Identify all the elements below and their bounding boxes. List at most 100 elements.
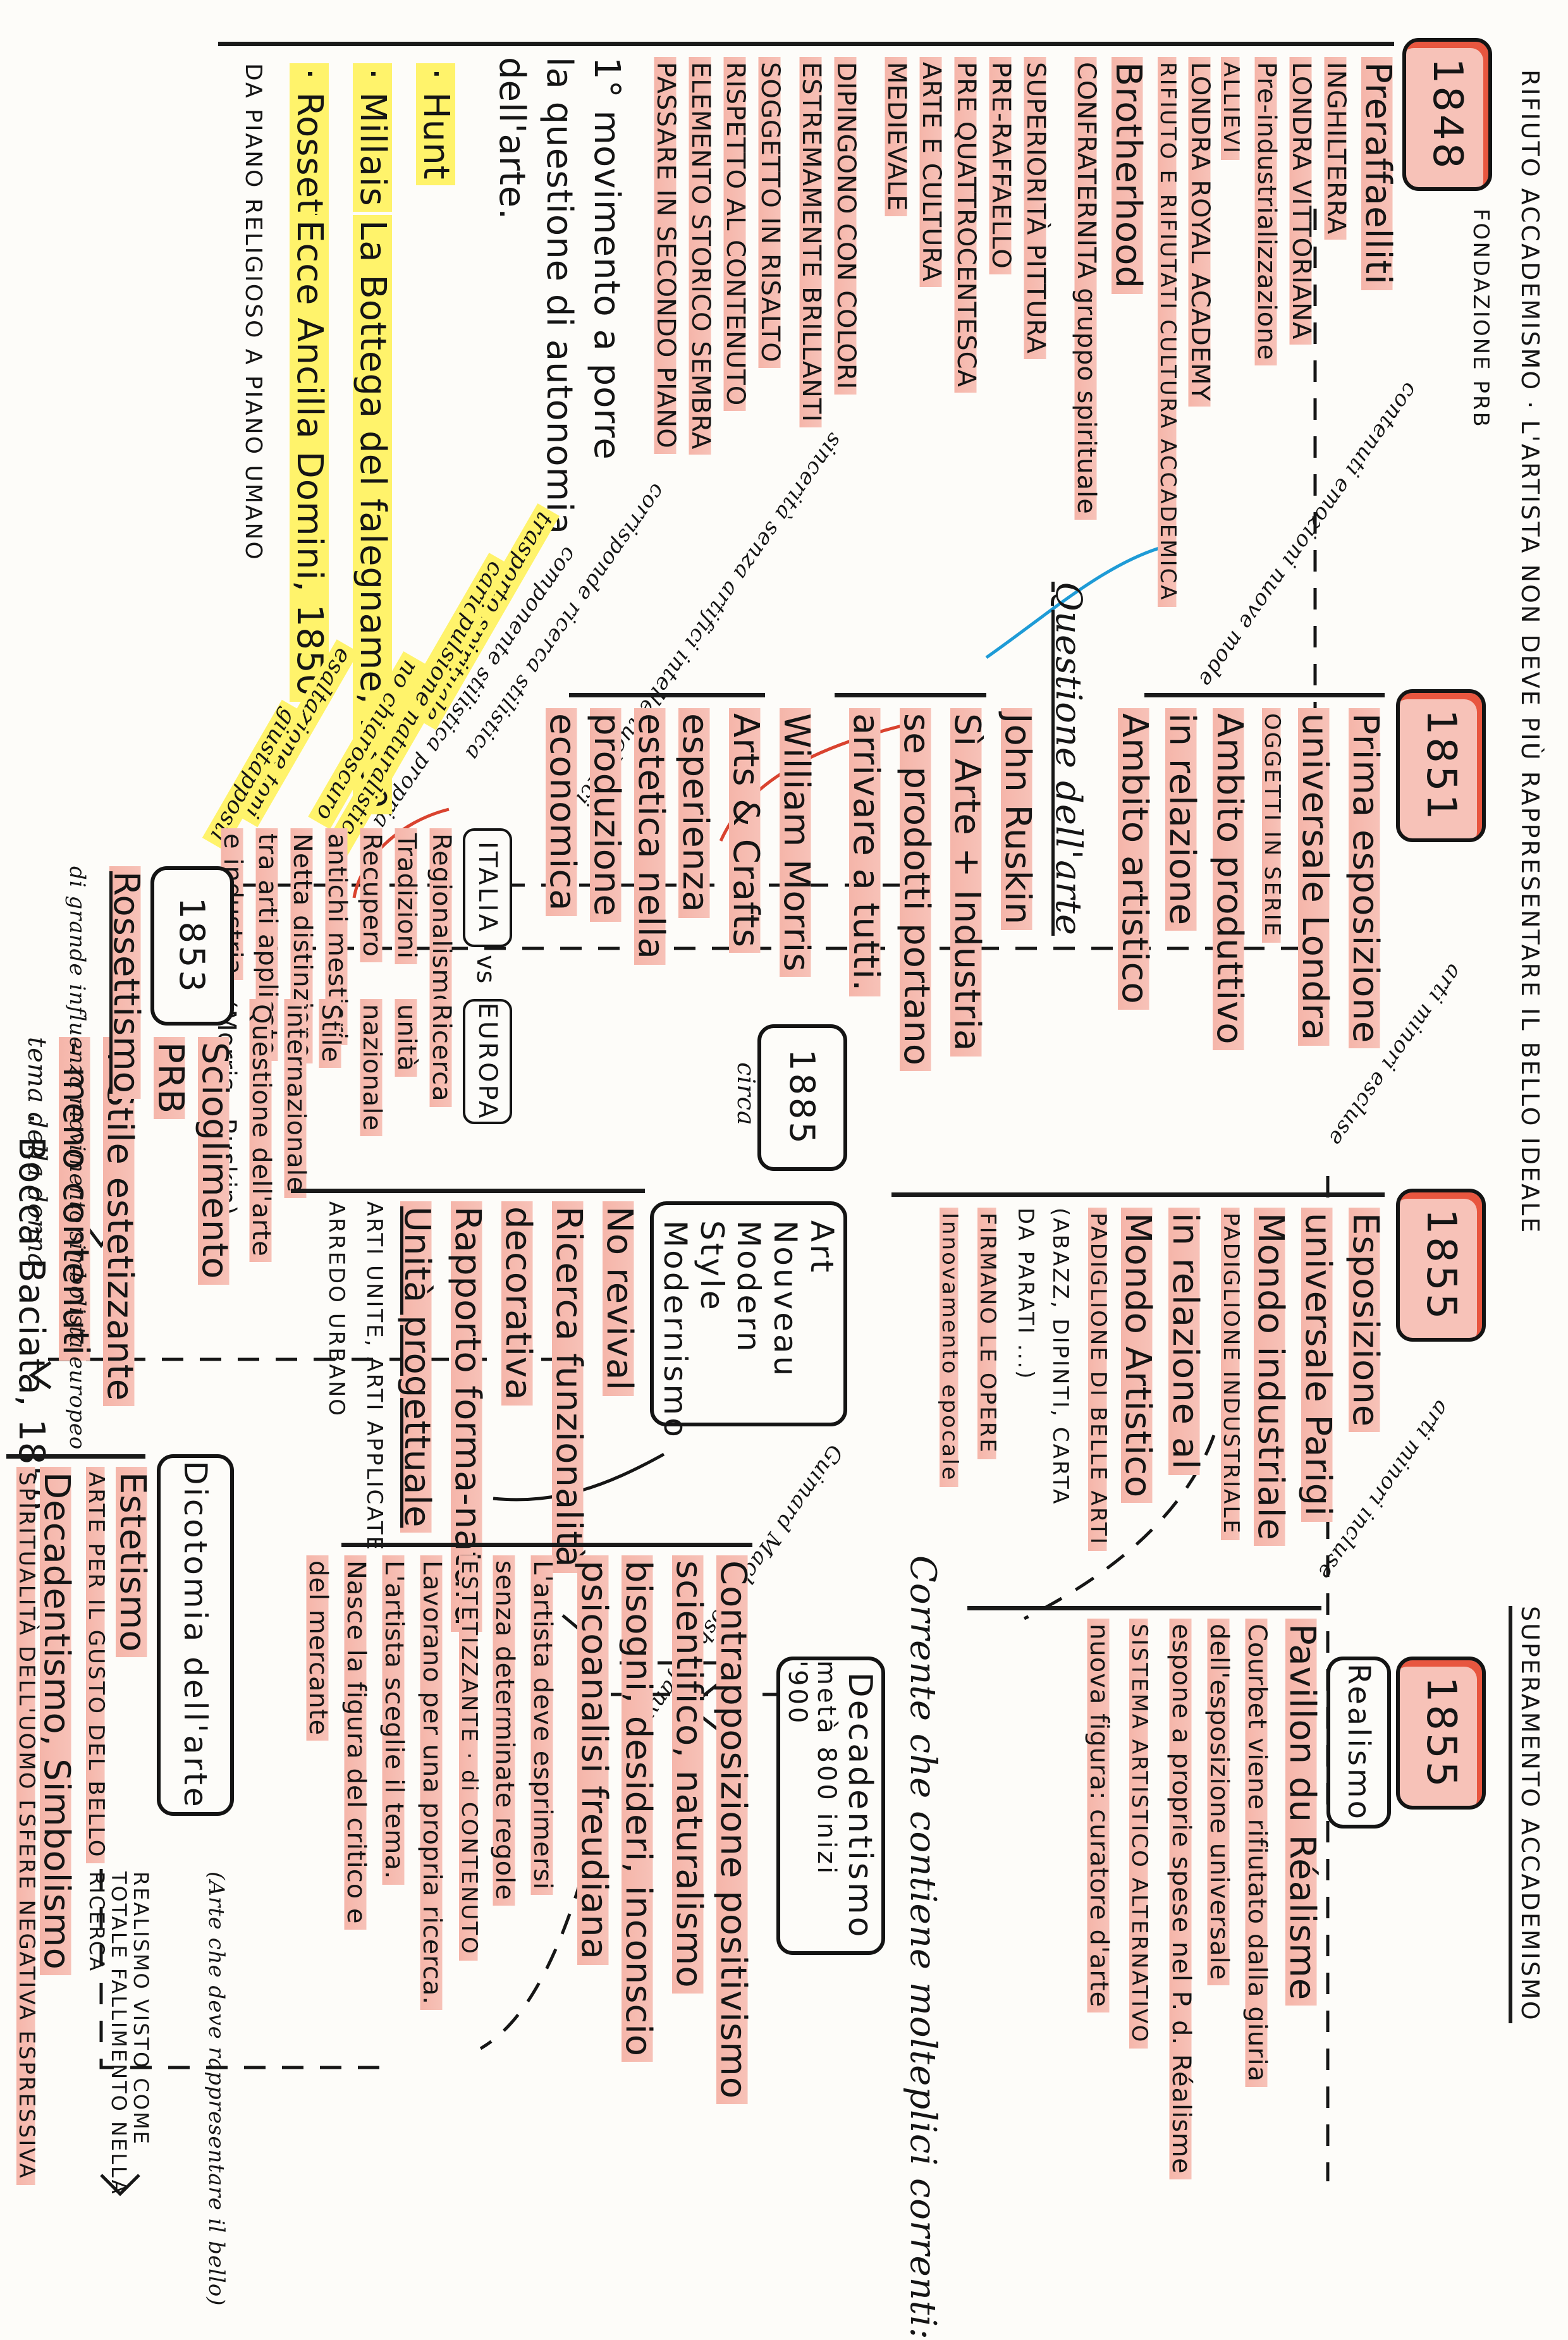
line: Ambito artistico — [1114, 708, 1155, 1010]
line-1885: Ricerca funzionalità — [548, 1201, 589, 1573]
artist: · Hunt — [415, 63, 456, 185]
line-decadentismo: psicoanalisi freudiana — [573, 1555, 615, 1965]
line-1855a: Mondo Artistico — [1117, 1208, 1158, 1504]
line-dicotomia: Decadentismo, Simbolismo — [36, 1467, 77, 1975]
line: RIFIUTO E RIFIUTATI CULTURA ACCADEMICA — [1155, 57, 1180, 607]
line-1853: Scioglimento — [194, 1037, 235, 1285]
line: RISPETTO AL CONTENUTO — [721, 57, 750, 412]
line: Pre-industrializzazione — [1252, 57, 1281, 366]
line-realismo: Pavillon du Réalisme — [1282, 1619, 1323, 2006]
ruskin-line: se prodotti portano — [896, 708, 937, 1071]
work: DA PIANO RELIGIOSO A PIANO UMANO — [240, 63, 266, 561]
notes-sheet: RIFIUTO ACCADEMISMO · L'ARTISTA NON DEVE… — [6, 38, 1544, 2340]
ruskin-line: arrivare a tutti. — [845, 708, 886, 997]
rossettismo-title: Rossettismo — [106, 866, 147, 1099]
line: dell'arte. — [491, 57, 532, 221]
europa-line: Questione dell'arte — [247, 999, 276, 1262]
line-decadentismo: L'artista deve esprimersi — [528, 1555, 557, 1896]
morris-line: esperienza — [675, 708, 716, 918]
line: INGHILTERRA — [1321, 57, 1351, 240]
line-decadentismo: del mercante — [303, 1555, 333, 1741]
decadentismo-box: Decadentismo metà 800 inizi '900 — [776, 1657, 885, 1955]
line-1855a: FIRMANO LE OPERE — [975, 1208, 1000, 1459]
header-line: RIFIUTO ACCADEMISMO · L'ARTISTA NON DEVE… — [1516, 70, 1544, 1235]
line-1855a: Esposizione — [1345, 1208, 1386, 1433]
line-realismo: dell'esposizione universale — [1204, 1619, 1234, 1986]
morris-line: Arts & Crafts — [725, 708, 766, 953]
line-1885: ARTI UNITE, ARTI APPLICATE — [362, 1201, 387, 1552]
europa-line: Stile — [316, 999, 345, 1068]
work: Ecce Ancilla Domini, 1850 — [289, 215, 330, 702]
line-1855a: Mondo industriale — [1250, 1208, 1291, 1546]
style-name: Art Nouveau — [767, 1220, 840, 1379]
line: ARTE E CULTURA — [917, 57, 946, 287]
bar — [291, 1189, 645, 1193]
year-box-1851: 1851 — [1396, 689, 1486, 842]
italia-box: ITALIA — [463, 828, 512, 947]
ruskin-line: Sì Arte + Industria — [946, 708, 988, 1057]
line: ELEMENTO STORICO SEMBRA — [686, 57, 715, 455]
questione-heading: Questione dell'arte — [1048, 582, 1089, 936]
europa-box: EUROPA — [463, 999, 512, 1124]
line: LONDRA VITTORIANA — [1287, 57, 1316, 345]
line: CONFRATERNITA gruppo spirituale — [1072, 57, 1101, 520]
timeline-bar-1851 — [1144, 693, 1385, 697]
europa-line: unità — [392, 999, 421, 1077]
line-decadentismo: bisogni, desideri, inconscio — [618, 1555, 659, 2062]
morris-name: William Morris — [776, 708, 817, 977]
bar — [835, 693, 986, 697]
line: PRE-RAFFAELLO — [986, 57, 1015, 274]
morris-line: produzione — [586, 708, 627, 922]
realismo-fallimento: REALISMO VISTO COME TOTALE FALLIMENTO NE… — [84, 1871, 153, 2196]
header-right-title: SUPERAMENTO ACCADEMISMO — [1516, 1606, 1544, 2022]
style-name: Modern Style — [694, 1220, 767, 1354]
underline — [1509, 1606, 1512, 2023]
line: SUPERIORITÀ PITTURA — [1021, 57, 1050, 360]
style-box: Art Nouveau Modern Style Modernismo — [650, 1201, 847, 1440]
line-1885: decorativa — [498, 1201, 539, 1406]
line: universale Londra — [1294, 708, 1335, 1046]
line: 1° movimento a porre — [586, 57, 627, 460]
line-realismo: SISTEMA ARTISTICO ALTERNATIVO — [1127, 1619, 1152, 2049]
timeline-bar-1848 — [218, 42, 1394, 46]
line-1855a: PADIGLIONE DI BELLE ARTI — [1086, 1208, 1111, 1551]
line-decadentismo: scientifico, naturalismo — [668, 1555, 709, 1994]
line-1855a: PADIGLIONE INDUSTRIALE — [1218, 1208, 1244, 1540]
decadentismo-title: Decadentismo — [841, 1672, 879, 1940]
line: ALLIEVI — [1218, 57, 1244, 160]
line: DIPINGONO CON COLORI — [831, 57, 861, 395]
line: SOGGETTO IN RISALTO — [756, 57, 785, 368]
line-dicotomia: Estetismo — [112, 1467, 153, 1658]
decadentismo-subtitle: metà 800 inizi '900 — [783, 1660, 841, 1877]
line: Brotherhood — [1108, 57, 1149, 294]
line: OGGETTI IN SERIE — [1259, 708, 1285, 943]
line: PASSARE IN SECONDO PIANO — [651, 57, 680, 454]
europa-line: Ricerca — [427, 999, 456, 1107]
line-decadentismo: Contrapposizione positivismo — [713, 1555, 754, 2104]
italia-line: Regionalismo — [427, 828, 456, 1015]
rossettismo-line: di grande influenza movimento simbolista… — [64, 866, 90, 1450]
line-decadentismo: Nasce la figura del critico e — [341, 1555, 371, 1930]
bar — [891, 1192, 1385, 1197]
line-decadentismo: L'artista sceglie il tema. — [379, 1555, 408, 1885]
line: la questione di autonomia — [539, 57, 580, 535]
bar — [341, 1543, 752, 1547]
line-1885: ARREDO URBANO — [324, 1201, 349, 1418]
europa-line: nazionale — [357, 999, 386, 1137]
line-realismo: Courbet viene rifiutato dalla giuria — [1242, 1619, 1271, 2088]
line-decadentismo: ESTETIZZANTE · di CONTENUTO — [456, 1555, 482, 1961]
line-1885: No revival — [599, 1201, 640, 1396]
fondazione-label: FONDAZIONE PRB — [1468, 209, 1493, 429]
line: Ambito produttivo — [1209, 708, 1250, 1050]
preraffaelliti-title: Preraffaelliti — [1357, 57, 1399, 290]
line-realismo: nuova figura: curatore d'arte — [1084, 1619, 1113, 2013]
year-box-1855: 1855 — [1396, 1189, 1486, 1342]
style-name: Modernismo — [657, 1220, 694, 1440]
line-dicotomia: SFERE NEGATIVA ESPRESSIVA — [14, 1808, 39, 2185]
year-box-1855-realismo: 1855 — [1396, 1657, 1486, 1810]
dicotomia-title: Dicotomia dell'arte — [157, 1454, 234, 1816]
line-dicotomia: ARTE PER IL GUSTO DEL BELLO — [83, 1467, 109, 1864]
line: in relazione — [1161, 708, 1203, 931]
italia-line: Tradizioni — [392, 828, 421, 965]
dicotomia-sub: (Arte che deve rappresentare il bello) — [204, 1871, 229, 2306]
